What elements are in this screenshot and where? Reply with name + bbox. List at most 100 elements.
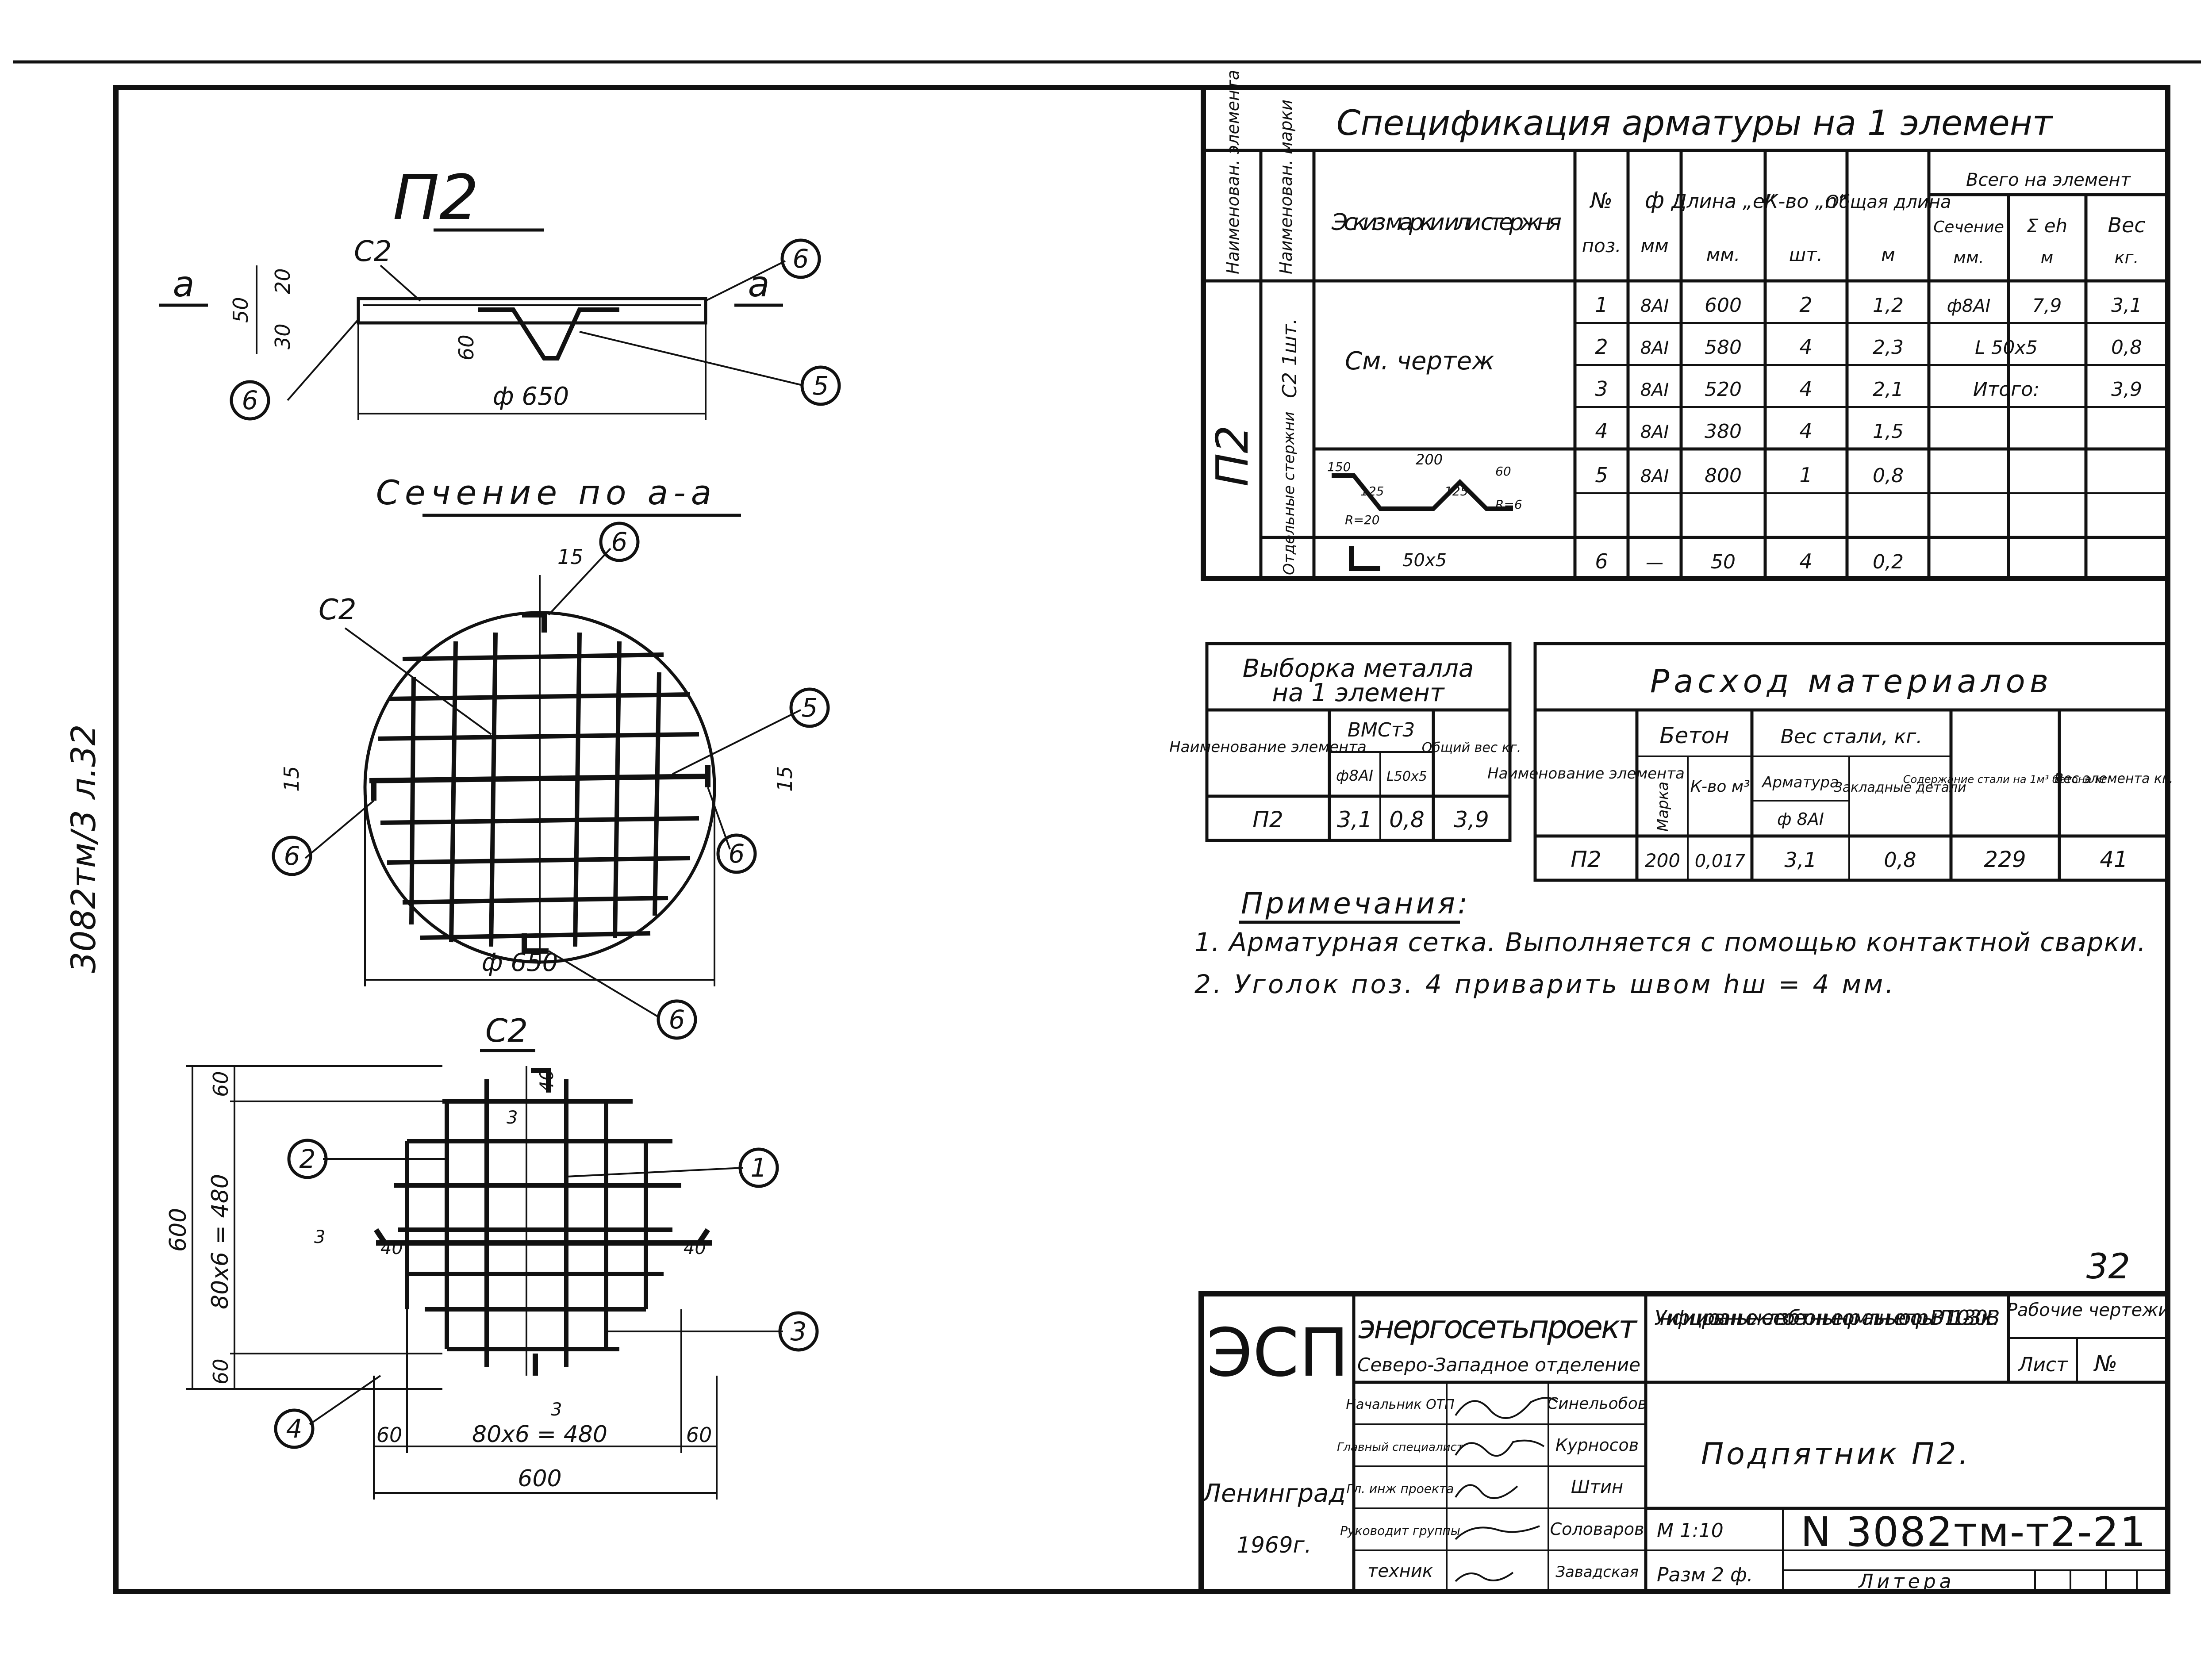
metal-table: Выборка металла на 1 элемент Наименовани… — [1169, 642, 1521, 842]
svg-text:2,3: 2,3 — [1873, 336, 1904, 359]
plan-dim-30: 30 — [271, 323, 295, 349]
svg-text:6: 6 — [1595, 549, 1608, 573]
c2-dim-3-b: 3 — [314, 1227, 325, 1247]
section-dim-15-right: 15 — [773, 766, 797, 792]
svg-text:4: 4 — [286, 1414, 303, 1444]
section-title: Сечение по а-а — [376, 473, 717, 512]
c2-title: С2 — [485, 1012, 528, 1049]
callout-6-plan-left: 6 — [230, 380, 270, 421]
c2-dim-60-right: 60 — [686, 1423, 712, 1447]
spec-totals: ф8АI 7,9 3,1 L 50х5 0,8 Итого: 3,9 — [1947, 294, 2142, 401]
section-leader-6-top — [548, 548, 611, 616]
svg-text:800: 800 — [1705, 464, 1742, 487]
tb-project: Унифицированные железобетонные нормальны… — [1654, 1306, 2000, 1330]
svg-text:2: 2 — [1799, 293, 1812, 317]
tb-logo: ЭСП — [1206, 1315, 1349, 1392]
notes-title: Примечания: — [1241, 886, 1470, 920]
svg-text:5: 5 — [813, 371, 829, 401]
svg-text:6: 6 — [284, 841, 300, 871]
c2-dim-3-a: 3 — [507, 1108, 518, 1128]
svg-text:3: 3 — [1595, 377, 1608, 401]
spec-bend-125a: 125 — [1360, 484, 1384, 499]
spec-h-sketch: Эскиз марки или стержня — [1331, 209, 1562, 236]
spec-h-total: Всего на элемент — [1966, 170, 2131, 190]
spec-sketch-angle — [1349, 546, 1380, 571]
spec-sketch-bar-5 — [1332, 473, 1513, 511]
materials-h-weight: Вес элемента кг. — [2055, 771, 2174, 786]
c2-vertical-bars — [405, 1079, 648, 1367]
materials-row-content: 229 — [1984, 847, 2026, 872]
spec-row-3: 3 8АI 520 4 2,1 — [1595, 377, 1904, 401]
plan-slab — [357, 297, 707, 325]
section-center-rebar — [369, 774, 708, 783]
metal-h-angle: L50х5 — [1386, 769, 1427, 784]
svg-text:0,2: 0,2 — [1873, 551, 1904, 573]
materials-row-weight: 41 — [2100, 847, 2128, 872]
tb-format: Разм 2 ф. — [1657, 1564, 1753, 1586]
section-mesh — [378, 632, 699, 947]
c2-leader-4 — [309, 1375, 381, 1425]
materials-row-vol: 0,017 — [1695, 851, 1746, 871]
materials-h-rebar: Арматура — [1761, 774, 1839, 791]
c2-dim-60-left: 60 — [376, 1423, 403, 1447]
metal-h-name: Наименование элемента — [1169, 738, 1367, 756]
spec-h-sum-sub: м — [2041, 248, 2054, 267]
c2-dim-600-h: 600 — [518, 1465, 561, 1492]
svg-text:1: 1 — [1799, 463, 1812, 487]
svg-text:ф8АI: ф8АI — [1947, 296, 1991, 316]
spec-bend-60: 60 — [1495, 464, 1511, 479]
section-dim-15-top: 15 — [557, 545, 584, 569]
tb-city: Ленинград — [1202, 1479, 1346, 1508]
tb-role-4: Руководит группы — [1340, 1523, 1460, 1538]
c2-dim-40-left: 40 — [380, 1238, 403, 1258]
c2-mesh-view: 600 80х6 = 480 60 60 40 40 40 3 3 3 60 8… — [165, 1065, 819, 1500]
svg-text:380: 380 — [1705, 420, 1742, 443]
svg-text:8АI: 8АI — [1640, 422, 1669, 442]
plan-leader-c2 — [380, 265, 421, 302]
tb-stage: Рабочие чертежи — [2007, 1300, 2170, 1320]
tb-name-5: Завадская — [1555, 1563, 1639, 1581]
metal-h-total: Общий вес кг. — [1422, 740, 1521, 756]
materials-row-name: П2 — [1571, 847, 1601, 872]
tb-scale: М 1:10 — [1657, 1519, 1724, 1542]
callout-6-plan-right: 6 — [780, 238, 821, 279]
tb-branch: Северо-Западное отделение — [1357, 1354, 1640, 1376]
section-dia-label: ф 650 — [482, 948, 558, 977]
materials-h-steel: Вес стали, кг. — [1781, 725, 1923, 748]
plan-dia-label: ф 650 — [493, 382, 569, 411]
c2-dim-60-bottom: 60 — [209, 1358, 233, 1385]
svg-text:0,8: 0,8 — [2111, 336, 2142, 359]
spec-table: Спецификация арматуры на 1 элемент Наиме… — [1201, 70, 2170, 581]
svg-text:—: — — [1646, 552, 1663, 573]
c2-dim-480-v: 80х6 = 480 — [207, 1174, 234, 1309]
c2-dim-3-c: 3 — [551, 1400, 562, 1420]
svg-text:2: 2 — [300, 1144, 316, 1174]
svg-text:6: 6 — [669, 1005, 685, 1035]
svg-text:6: 6 — [611, 527, 628, 557]
tb-name-3: Штин — [1571, 1477, 1623, 1497]
svg-text:3,9: 3,9 — [2111, 378, 2142, 401]
svg-text:6: 6 — [242, 385, 258, 415]
svg-text:6: 6 — [729, 839, 745, 869]
metal-row-angle: 0,8 — [1389, 807, 1425, 832]
svg-text:8АI: 8АI — [1640, 466, 1669, 487]
metal-title-2: на 1 элемент — [1272, 679, 1444, 707]
plan-dim-50: 50 — [229, 297, 253, 323]
tb-name-2: Курносов — [1555, 1435, 1639, 1455]
spec-h-phi: ф — [1645, 187, 1664, 214]
svg-text:3: 3 — [791, 1316, 807, 1346]
spec-row-5: 5 8АI 800 1 0,8 — [1595, 463, 1904, 487]
callout-6-section-top: 6 — [599, 522, 640, 562]
tb-doc-number: N 3082тм-т2-21 — [1801, 1508, 2146, 1556]
c2-angle-top — [531, 1068, 551, 1093]
callout-5-plan: 5 — [800, 365, 841, 406]
svg-text:4: 4 — [1799, 335, 1812, 359]
title-block: ЭСП энергосетьпроект Северо-Западное отд… — [1198, 1291, 2170, 1594]
svg-text:2,1: 2,1 — [1873, 378, 1904, 401]
plan-label-c2: С2 — [354, 235, 392, 268]
tb-sheet-value: № — [2093, 1351, 2117, 1377]
spec-h-length-sub: мм. — [1706, 244, 1740, 265]
plan-mark-a-left: а — [173, 264, 194, 305]
materials-row-embedded: 0,8 — [1884, 848, 1916, 872]
